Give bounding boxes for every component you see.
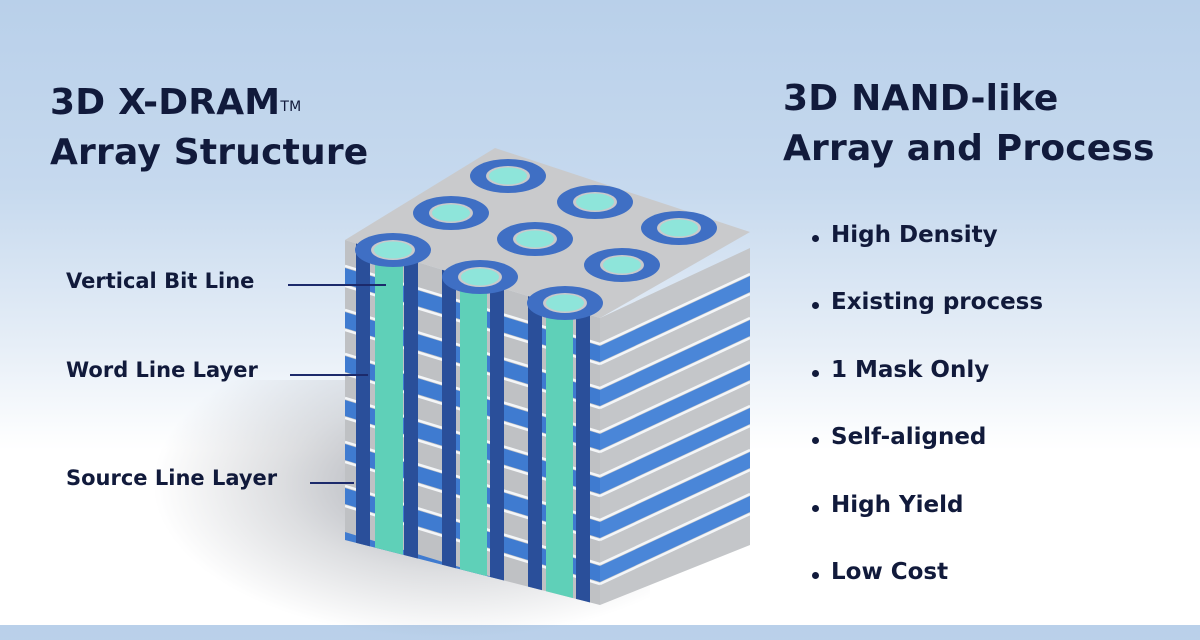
bullet-icon xyxy=(812,369,819,377)
right-title-line1: 3D NAND-like xyxy=(783,78,1059,119)
right-title-line2: Array and Process xyxy=(783,128,1155,169)
top-cell-rings xyxy=(355,159,717,320)
right-title: 3D NAND-like Array and Process xyxy=(783,74,1155,174)
left-title-line2: Array Structure xyxy=(50,132,369,173)
bullet-icon xyxy=(812,235,819,242)
callout-word-line-layer: Word Line Layer xyxy=(66,358,258,382)
callout-vertical-bit-line: Vertical Bit Line xyxy=(66,269,255,293)
bullet-icon xyxy=(812,437,819,445)
side-layer-separators xyxy=(600,272,750,586)
left-title: 3D X-DRAMTM Array Structure xyxy=(50,78,368,178)
vertical-bit-lines xyxy=(375,240,573,605)
benefit-item: Self-aligned xyxy=(812,424,1043,491)
benefit-item: High Density xyxy=(812,222,1043,289)
x-dram-array-diagram xyxy=(345,148,750,605)
bullet-icon xyxy=(812,571,819,579)
ring-cross-sections xyxy=(356,240,590,605)
benefit-item: Low Cost xyxy=(812,559,1043,626)
callout-source-line-layer: Source Line Layer xyxy=(66,466,278,490)
benefits-list: High Density Existing process 1 Mask Onl… xyxy=(812,222,1043,626)
benefit-item: High Yield xyxy=(812,492,1043,559)
bullet-icon xyxy=(812,302,819,310)
leader-line-word-line xyxy=(290,374,368,376)
leader-line-source-line xyxy=(310,482,354,484)
benefit-item: Existing process xyxy=(812,289,1043,356)
bullet-icon xyxy=(812,504,819,512)
trademark-mark: TM xyxy=(280,99,302,115)
side-word-lines xyxy=(600,276,750,582)
left-title-line1: 3D X-DRAM xyxy=(50,82,281,123)
benefit-item: 1 Mask Only xyxy=(812,357,1043,424)
leader-line-bit-line xyxy=(288,284,386,286)
